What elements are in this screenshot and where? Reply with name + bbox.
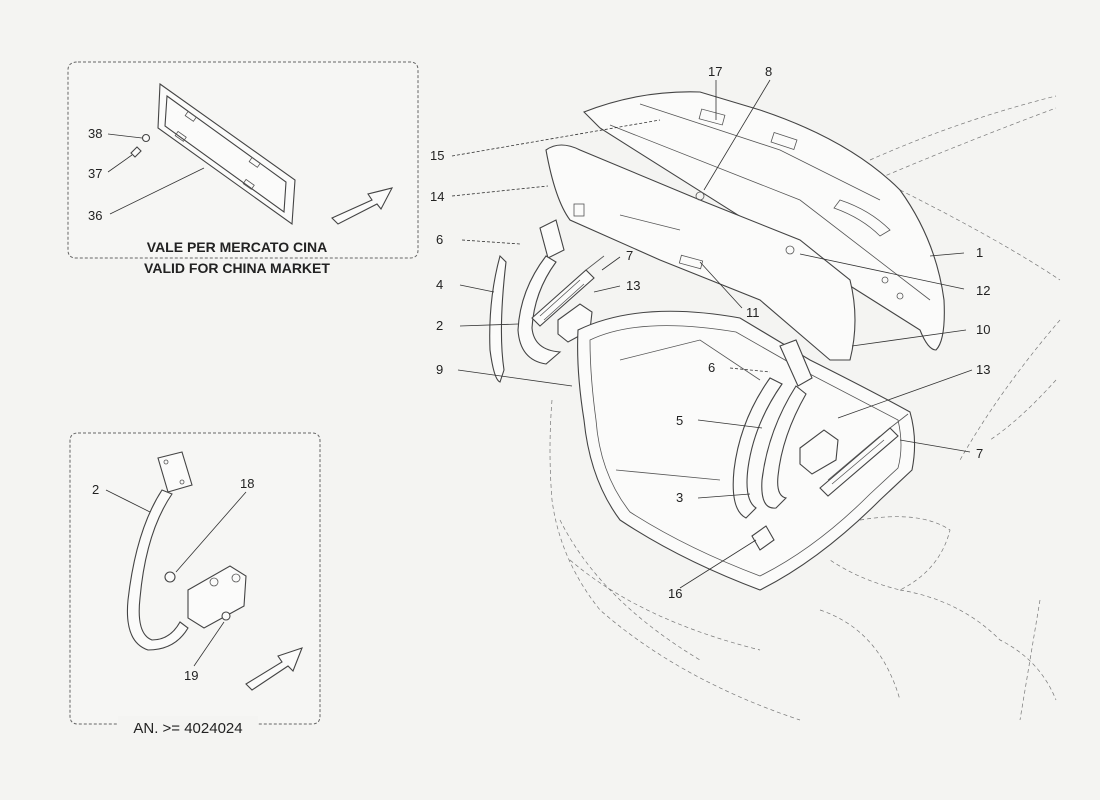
gas-strut-left <box>531 255 605 327</box>
license-plate-frame <box>157 82 296 226</box>
car-body-outline <box>549 95 1061 721</box>
callout-13-right: 13 <box>976 362 990 377</box>
callout-37: 37 <box>88 166 102 181</box>
callout-38: 38 <box>88 126 102 141</box>
hinge-arm-left <box>489 219 565 383</box>
trunk-lid-inner-panel <box>545 144 856 361</box>
callout-11: 11 <box>746 305 760 320</box>
view-direction-arrow-icon <box>245 647 303 691</box>
china-caption-line1: VALE PER MERCATO CINA <box>147 239 327 255</box>
hinge-bracket-variant <box>164 565 247 629</box>
china-market-inset: 38 37 36 VALE PER MERCATO CINA VALID FOR… <box>67 61 419 276</box>
callout-10: 10 <box>976 322 990 337</box>
variant-inset: 2 18 19 AN. >= 4024024 <box>69 432 321 737</box>
callout-12: 12 <box>976 283 990 298</box>
callout-9: 9 <box>436 362 443 377</box>
callout-1: 1 <box>976 245 983 260</box>
callout-3: 3 <box>676 490 683 505</box>
callout-13: 13 <box>626 278 640 293</box>
callout-7-right: 7 <box>976 446 983 461</box>
hinge-arm-right <box>732 339 813 519</box>
callout-2-variant: 2 <box>92 482 99 497</box>
plate-screw <box>130 133 151 158</box>
callouts: 17 8 15 14 6 7 4 13 2 11 1 12 10 9 6 13 … <box>430 64 990 601</box>
serial-note: AN. >= 4024024 <box>133 720 242 737</box>
callout-4: 4 <box>436 277 443 292</box>
callout-6: 6 <box>436 232 443 247</box>
callout-36: 36 <box>88 208 102 223</box>
hinge-bracket-right <box>751 429 839 551</box>
callout-2: 2 <box>436 318 443 333</box>
china-caption-line2: VALID FOR CHINA MARKET <box>144 260 330 276</box>
leader-lines <box>451 79 973 589</box>
callout-8: 8 <box>765 64 772 79</box>
callout-19: 19 <box>184 668 198 683</box>
callout-7: 7 <box>626 248 633 263</box>
trunk-lid <box>583 91 945 351</box>
callout-18: 18 <box>240 476 254 491</box>
callout-16: 16 <box>668 586 682 601</box>
callout-17: 17 <box>708 64 722 79</box>
callout-5: 5 <box>676 413 683 428</box>
callout-14: 14 <box>430 189 444 204</box>
gas-strut-right <box>819 413 909 497</box>
callout-6-right: 6 <box>708 360 715 375</box>
callout-15: 15 <box>430 148 444 163</box>
view-direction-arrow-icon <box>331 187 394 225</box>
hinge-arm-variant <box>126 451 193 651</box>
